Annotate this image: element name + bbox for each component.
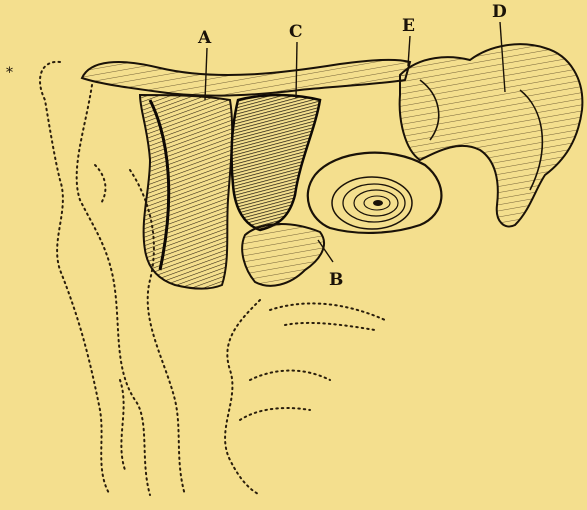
label-d: D <box>492 4 507 21</box>
label-c: C <box>289 24 303 41</box>
label-b: B <box>329 272 343 289</box>
corner-mark: * <box>6 66 13 80</box>
label-a: A <box>198 30 211 47</box>
cavity-c <box>232 95 320 230</box>
lower-process <box>242 224 324 286</box>
ramus-a <box>140 95 232 289</box>
upper-crest <box>82 60 410 96</box>
condyle-b <box>308 153 442 233</box>
label-e: E <box>402 18 415 35</box>
